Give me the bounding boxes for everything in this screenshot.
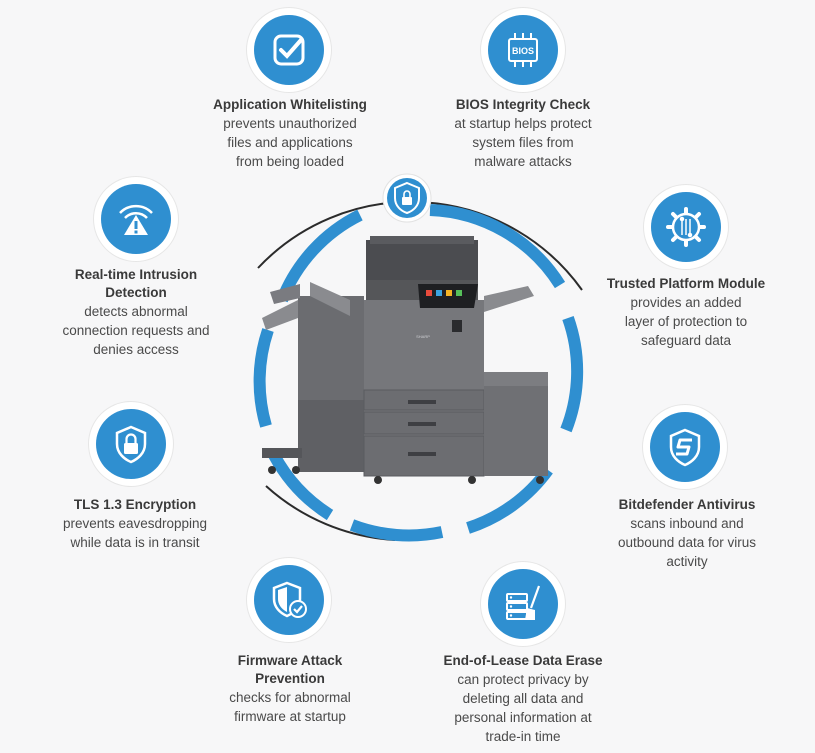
desc-line: trade-in time	[485, 729, 561, 744]
tpm-badge	[644, 185, 728, 269]
feature-bios-integrity: BIOS Integrity Check at startup helps pr…	[418, 96, 628, 171]
tls-badge	[89, 402, 173, 486]
center-shield-badge	[382, 173, 432, 223]
erase-badge	[481, 562, 565, 646]
whitelisting-badge	[247, 8, 331, 92]
desc-line: personal information at	[454, 710, 592, 725]
feature-intrusion-detection: Real-time Intrusion Detection detects ab…	[30, 266, 242, 359]
shield-lock-icon	[394, 181, 420, 215]
bios-badge: BIOS	[481, 8, 565, 92]
desc-line: scans inbound and	[630, 516, 744, 531]
desc-line: layer of protection to	[624, 314, 748, 329]
desc-line: firmware at startup	[234, 709, 346, 724]
desc-line: while data is in transit	[70, 535, 200, 550]
intrusion-badge	[94, 177, 178, 261]
printer-brand-label: SHARP	[416, 334, 430, 339]
desc-line: denies access	[93, 342, 179, 357]
feature-tls-encryption: TLS 1.3 Encryption prevents eavesdroppin…	[35, 496, 235, 552]
feature-application-whitelisting: Application Whitelisting prevents unauth…	[185, 96, 395, 171]
desc-line: from being loaded	[235, 154, 345, 169]
desc-line: at startup helps protect	[454, 116, 592, 131]
checkmark-icon	[254, 15, 324, 85]
desc-line: provides an added	[630, 295, 742, 310]
feature-description: prevents eavesdropping while data is in …	[35, 514, 235, 552]
desc-line: outbound data for virus	[617, 535, 757, 550]
desc-line: deleting all data and	[462, 691, 584, 706]
gear-circuit-icon	[651, 192, 721, 262]
bitdefender-badge	[643, 405, 727, 489]
desc-line: files and applications	[227, 135, 353, 150]
title-line: Firmware Attack	[237, 653, 343, 668]
feature-description: prevents unauthorized files and applicat…	[185, 114, 395, 171]
desc-line: connection requests and	[62, 323, 210, 338]
server-broom-icon	[488, 569, 558, 639]
feature-bitdefender-antivirus: Bitdefender Antivirus scans inbound and …	[590, 496, 784, 571]
desc-line: activity	[666, 554, 708, 569]
desc-line: detects abnormal	[84, 304, 188, 319]
title-line: Real-time Intrusion	[74, 267, 198, 282]
bios-chip-label: BIOS	[512, 46, 534, 56]
feature-end-of-lease-data-erase: End-of-Lease Data Erase can protect priv…	[420, 652, 626, 746]
feature-title: TLS 1.3 Encryption	[73, 497, 197, 512]
feature-description: at startup helps protect system files fr…	[418, 114, 628, 171]
feature-description: detects abnormal connection requests and…	[30, 302, 242, 359]
desc-line: prevents eavesdropping	[62, 516, 208, 531]
title-line: Prevention	[255, 671, 325, 686]
feature-trusted-platform-module: Trusted Platform Module provides an adde…	[578, 275, 794, 350]
wifi-warning-icon	[101, 184, 171, 254]
feature-firmware-attack-prevention: Firmware Attack Prevention checks for ab…	[194, 652, 386, 726]
feature-title: Application Whitelisting	[213, 97, 367, 112]
feature-description: scans inbound and outbound data for viru…	[590, 514, 784, 571]
blue-segmented-ring	[253, 204, 584, 542]
bios-chip-icon: BIOS	[488, 15, 558, 85]
feature-description: checks for abnormal firmware at startup	[194, 688, 386, 726]
feature-title: Trusted Platform Module	[606, 276, 766, 291]
desc-line: checks for abnormal	[229, 690, 351, 705]
feature-description: can protect privacy by deleting all data…	[420, 670, 626, 746]
feature-title: Firmware Attack Prevention	[194, 652, 386, 688]
feature-title: End-of-Lease Data Erase	[443, 653, 603, 668]
feature-title: BIOS Integrity Check	[455, 97, 591, 112]
feature-title: Real-time Intrusion Detection	[30, 266, 242, 302]
desc-line: can protect privacy by	[457, 672, 589, 687]
title-line: Detection	[105, 285, 167, 300]
desc-line: safeguard data	[640, 333, 732, 348]
desc-line: malware attacks	[474, 154, 572, 169]
shield-lock-icon	[96, 409, 166, 479]
shield-check-icon	[254, 565, 324, 635]
bitdefender-shield-icon	[650, 412, 720, 482]
firmware-badge	[247, 558, 331, 642]
multifunction-printer-illustration: SHARP	[262, 236, 548, 484]
feature-description: provides an added layer of protection to…	[578, 293, 794, 350]
desc-line: system files from	[472, 135, 574, 150]
feature-title: Bitdefender Antivirus	[618, 497, 756, 512]
desc-line: prevents unauthorized	[223, 116, 357, 131]
